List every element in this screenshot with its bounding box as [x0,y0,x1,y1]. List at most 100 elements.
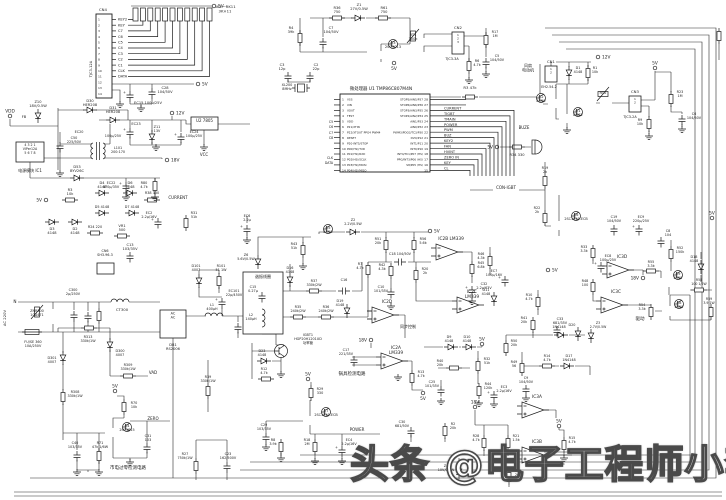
glyph [126,91,134,102]
glyph [151,194,159,201]
glyph [536,93,545,103]
mcu-pin-name: P22/XTOUT PPG4 PWM4 [347,130,381,134]
glyph [59,351,67,365]
mcu-pin-name: AIN0/P32 [410,125,423,129]
wire-topcenter [287,17,541,98]
tag-c7-label: C7 [329,131,333,135]
d20-label: D20 [569,323,576,327]
rail-5v-keys-label: 5V [218,4,224,10]
glyph [45,218,59,226]
glyph [243,237,251,244]
cn4-pin-num: 4 [98,35,100,39]
ic1-caption-label: 电源模块 IC1 [18,167,42,173]
rk-resistor [206,7,213,22]
mcu-net-label: BUZ [444,134,452,138]
d7-label: D7 4148 [125,205,139,209]
mcu-pin-name: TEST [346,114,354,118]
glyph [437,398,445,405]
glyph [257,357,271,365]
cn4-net-label: C6 [118,35,124,39]
net-n-label: N [13,299,16,304]
watermark: 头条 @电子工程师小李 [349,442,726,489]
mcu-box [339,93,431,173]
glyph [490,391,498,402]
glyph [596,296,628,314]
glyph [522,395,530,402]
mcu-pin-num: 3 [342,109,344,113]
key-matrix-wire [128,21,144,26]
glyph [286,273,294,287]
cn4-net-label: C1 [118,63,123,67]
mcu-net-label: TMAIN [443,117,456,121]
mcu-net-drop [466,131,499,176]
glyph [125,209,139,217]
glyph [154,218,162,229]
rk-resistor [177,7,183,22]
cn4-net-label: DATA [118,75,128,79]
glyph [126,252,134,263]
glyph [560,455,568,462]
rail-5v-c18-label: 5V [434,229,440,235]
glyph [351,14,365,22]
glyph [277,455,285,462]
glyph [243,225,251,236]
rail-5v-cur-label: 5V [36,198,42,204]
label: + [123,128,126,132]
cn4-title: CN4 [99,7,107,12]
glyph [645,133,653,140]
glyph [84,312,92,323]
pot-label-label: 锅具检测电路 [339,370,366,377]
ec15-label: EC15 100μ/25V [134,101,162,105]
wire-right [470,162,712,470]
glyph [573,107,582,117]
cn2-part-label: TJC3-3A [444,57,459,61]
glyph [262,444,270,451]
glyph [571,211,580,221]
mcu-net-drop [466,110,515,176]
rail-12v-label: 12V [176,111,184,117]
glyph [338,287,350,295]
mcu-net-label: TIGBT [443,112,456,116]
glyph [306,72,314,83]
mcu-net-drop [466,170,471,176]
glyph [482,71,490,78]
glyph [152,144,160,151]
mcu-pin-num: 2 [342,103,344,107]
mcu-net-label: HVINT [444,150,456,154]
glyph [95,209,109,217]
ec23-label: EC23 [131,122,140,126]
cn4-pin-num: 7 [98,52,100,56]
glyph [407,427,415,438]
mcu-pin-num: 11 [342,152,346,156]
ic3a-label: IC3A [532,394,542,400]
